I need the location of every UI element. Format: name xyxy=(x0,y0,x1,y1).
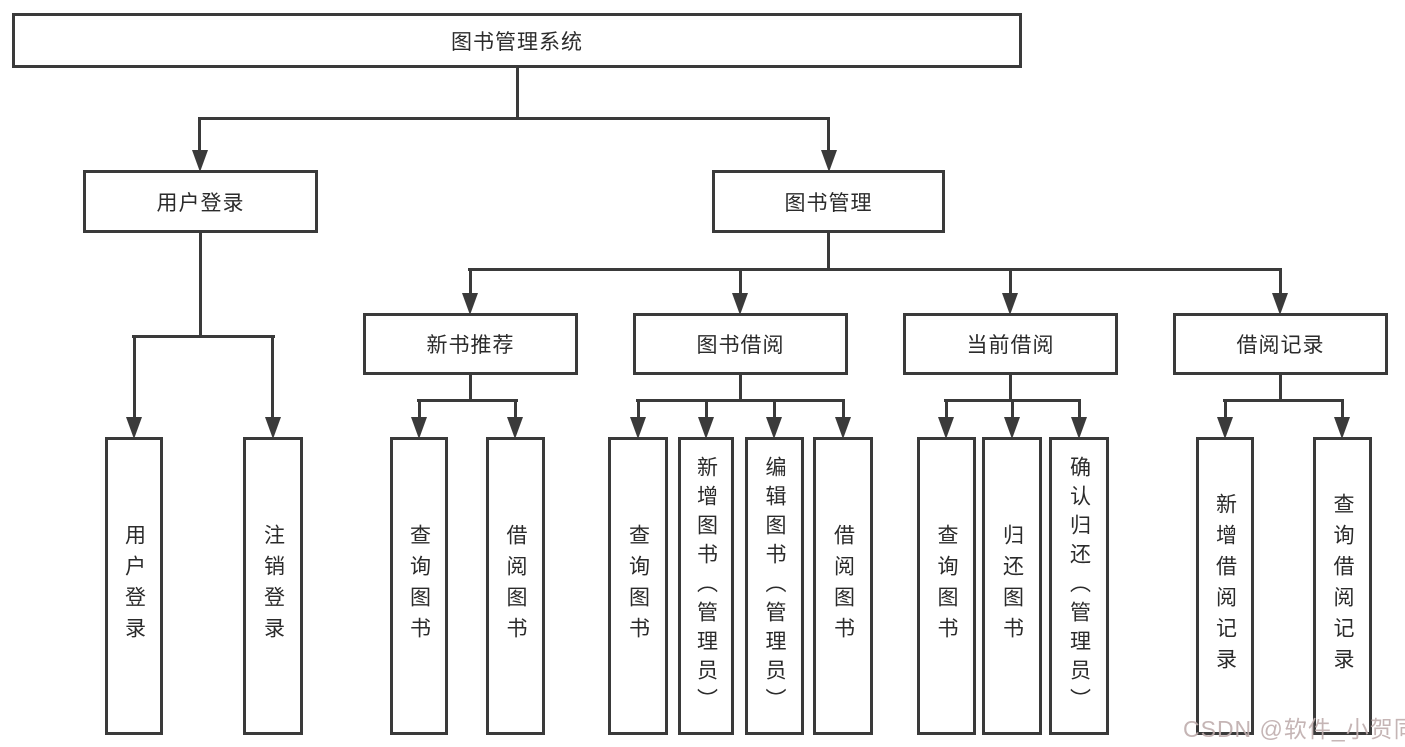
arrow-down-icon xyxy=(835,417,851,439)
leaf-add-borrow-record-label: 新增借阅记录 xyxy=(1213,493,1237,679)
node-new-book-recommend-label: 新书推荐 xyxy=(426,334,515,357)
connector-line xyxy=(773,399,776,419)
arrow-down-icon xyxy=(698,417,714,439)
leaf-add-book-admin: 新增图书（管理员） xyxy=(678,437,734,735)
leaf-user-login: 用户登录 xyxy=(105,437,163,735)
connector-line xyxy=(842,399,845,419)
connector-line xyxy=(133,335,136,419)
connector-line xyxy=(516,66,519,119)
connector-line xyxy=(469,373,472,402)
arrow-down-icon xyxy=(126,417,142,439)
arrow-down-icon xyxy=(766,417,782,439)
leaf-query-books-borrow: 查询图书 xyxy=(608,437,668,735)
leaf-query-books-recommend: 查询图书 xyxy=(390,437,448,735)
connector-line xyxy=(827,231,830,271)
arrow-down-icon xyxy=(192,150,208,172)
arrow-down-icon xyxy=(1002,293,1018,315)
arrow-down-icon xyxy=(1004,417,1020,439)
connector-line xyxy=(198,117,201,154)
leaf-borrow-books-recommend-label: 借阅图书 xyxy=(504,524,527,648)
connector-line xyxy=(199,231,202,338)
arrow-down-icon xyxy=(732,293,748,315)
connector-line xyxy=(1223,399,1344,402)
leaf-logout-label: 注销登录 xyxy=(261,524,285,648)
leaf-query-borrow-record: 查询借阅记录 xyxy=(1313,437,1372,735)
node-new-book-recommend: 新书推荐 xyxy=(363,313,578,375)
leaf-return-books-label: 归还图书 xyxy=(1000,524,1024,648)
leaf-borrow-books-recommend: 借阅图书 xyxy=(486,437,545,735)
connector-line xyxy=(1341,399,1344,419)
watermark: CSDN @软件_小贺同学 xyxy=(1183,716,1405,742)
connector-line xyxy=(198,117,830,120)
arrow-down-icon xyxy=(1071,417,1087,439)
connector-line xyxy=(827,117,830,154)
arrow-down-icon xyxy=(1272,293,1288,315)
connector-line xyxy=(1279,373,1282,402)
node-book-borrow: 图书借阅 xyxy=(633,313,848,375)
connector-line xyxy=(132,335,275,338)
arrow-down-icon xyxy=(821,150,837,172)
node-current-borrow-label: 当前借阅 xyxy=(966,334,1055,357)
node-root-label: 图书管理系统 xyxy=(451,30,583,54)
connector-line xyxy=(468,268,1282,271)
leaf-query-books-current-label: 查询图书 xyxy=(935,524,958,648)
connector-line xyxy=(1224,399,1227,419)
leaf-borrow-books: 借阅图书 xyxy=(813,437,873,735)
leaf-logout: 注销登录 xyxy=(243,437,303,735)
leaf-edit-book-admin-label: 编辑图书（管理员） xyxy=(763,455,786,717)
connector-line xyxy=(1011,399,1014,419)
leaf-query-borrow-record-label: 查询借阅记录 xyxy=(1331,493,1354,679)
leaf-query-books-current: 查询图书 xyxy=(917,437,976,735)
connector-line xyxy=(417,399,518,402)
node-user-login: 用户登录 xyxy=(83,170,318,233)
arrow-down-icon xyxy=(938,417,954,439)
node-borrow-records-label: 借阅记录 xyxy=(1236,334,1325,357)
leaf-query-books-borrow-label: 查询图书 xyxy=(626,524,650,648)
connector-line xyxy=(945,399,948,419)
connector-line xyxy=(1078,399,1081,419)
leaf-return-books: 归还图书 xyxy=(982,437,1042,735)
leaf-add-borrow-record: 新增借阅记录 xyxy=(1196,437,1254,735)
arrow-down-icon xyxy=(1334,417,1350,439)
node-book-management-label: 图书管理 xyxy=(784,191,873,215)
connector-line xyxy=(637,399,640,419)
node-borrow-records: 借阅记录 xyxy=(1173,313,1388,375)
leaf-edit-book-admin: 编辑图书（管理员） xyxy=(745,437,804,735)
connector-line xyxy=(705,399,708,419)
node-user-login-label: 用户登录 xyxy=(156,191,245,215)
connector-line xyxy=(1009,268,1012,297)
leaf-query-books-recommend-label: 查询图书 xyxy=(407,524,431,648)
connector-line xyxy=(1009,373,1012,402)
connector-line xyxy=(739,268,742,297)
arrow-down-icon xyxy=(462,293,478,315)
arrow-down-icon xyxy=(1217,417,1233,439)
arrow-down-icon xyxy=(507,417,523,439)
connector-line xyxy=(636,399,845,402)
leaf-confirm-return-admin-label: 确认归还（管理员） xyxy=(1067,455,1091,717)
arrow-down-icon xyxy=(265,417,281,439)
leaf-borrow-books-label: 借阅图书 xyxy=(831,524,855,648)
arrow-down-icon xyxy=(630,417,646,439)
connector-line xyxy=(469,268,472,297)
connector-line xyxy=(418,399,421,419)
node-book-borrow-label: 图书借阅 xyxy=(696,334,785,357)
connector-line xyxy=(271,335,274,419)
connector-line xyxy=(739,373,742,402)
node-root: 图书管理系统 xyxy=(12,13,1022,68)
leaf-add-book-admin-label: 新增图书（管理员） xyxy=(694,455,718,717)
leaf-user-login-label: 用户登录 xyxy=(122,524,146,648)
connector-line xyxy=(514,399,517,419)
connector-line xyxy=(1279,268,1282,297)
leaf-confirm-return-admin: 确认归还（管理员） xyxy=(1049,437,1109,735)
node-book-management: 图书管理 xyxy=(712,170,945,233)
arrow-down-icon xyxy=(411,417,427,439)
node-current-borrow: 当前借阅 xyxy=(903,313,1118,375)
